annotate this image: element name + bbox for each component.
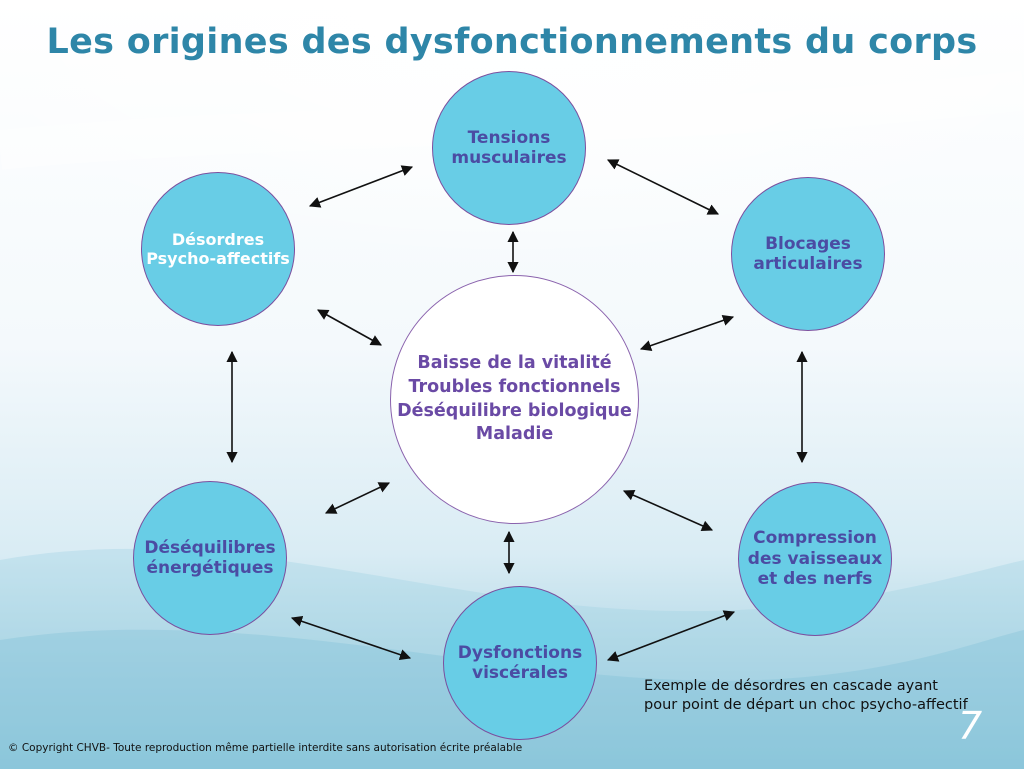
node-blocages-articulaires: Blocages articulaires: [731, 177, 885, 331]
node-tensions-musculaires: Tensions musculaires: [432, 71, 586, 225]
center-label-line: Maladie: [475, 424, 554, 445]
node-label-line: et des nerfs: [757, 569, 873, 590]
arrow-top-topright: [606, 159, 720, 215]
arrow-bottom-bottomright: [606, 610, 736, 662]
node-label-line: Déséquilibres: [144, 537, 276, 558]
node-label-line: Désordres: [171, 229, 265, 249]
node-label-line: Compression: [753, 528, 877, 549]
arrow-topleft-center: [317, 309, 382, 346]
center-label-line: Troubles fonctionnels: [408, 376, 621, 397]
arrow-bottomleft-bottom: [290, 615, 412, 661]
arrow-topright-center: [639, 315, 735, 351]
page-title: Les origines des dysfonctionnements du c…: [46, 22, 978, 62]
node-label-line: Dysfonctions: [457, 642, 583, 663]
node-label-line: musculaires: [451, 148, 567, 168]
arrow-bottomleft-center: [324, 482, 391, 514]
node-compression-vaisseaux-nerfs: Compression des vaisseaux et des nerfs: [738, 482, 892, 636]
node-label-line: Blocages: [765, 233, 851, 254]
note-line: pour point de départ un choc psycho-affe…: [644, 696, 968, 713]
node-center-consequences: Baisse de la vitalité Troubles fonctionn…: [390, 275, 639, 524]
node-desequilibres-energetiques: Déséquilibres énergétiques: [133, 481, 287, 635]
node-label-line: énergétiques: [146, 558, 274, 578]
node-label-line: viscérales: [472, 663, 568, 683]
arrow-bottomright-center: [622, 489, 714, 532]
note-line: Exemple de désordres en cascade ayant: [644, 678, 938, 694]
center-label-line: Déséquilibre biologique: [397, 400, 632, 421]
node-label-line: des vaisseaux: [747, 548, 883, 569]
cascade-note: Exemple de désordres en cascade ayant po…: [644, 677, 968, 715]
copyright-notice: © Copyright CHVB- Toute reproduction mêm…: [8, 742, 523, 754]
node-label-line: Tensions: [467, 127, 551, 148]
center-label-line: Baisse de la vitalité: [417, 353, 612, 374]
node-dysfonctions-viscerales: Dysfonctions viscérales: [443, 586, 597, 740]
slide-number: 7: [958, 704, 983, 748]
node-label-line: articulaires: [753, 254, 863, 274]
arrow-topleft-top: [308, 165, 414, 208]
node-label-line: Psycho-affectifs: [146, 249, 290, 268]
node-desordres-psycho-affectifs: Désordres Psycho-affectifs: [141, 172, 295, 326]
